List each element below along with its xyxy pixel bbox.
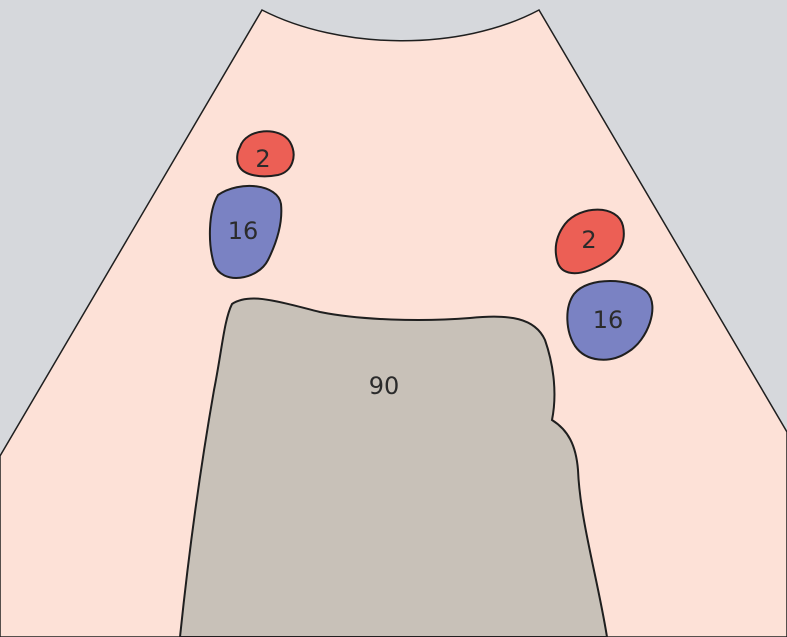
label-left-blue: 16 (228, 217, 259, 245)
gray-region-90 (180, 299, 607, 637)
label-center-gray: 90 (369, 372, 400, 400)
label-right-blue: 16 (593, 306, 624, 334)
label-right-red: 2 (581, 226, 596, 254)
label-left-red: 2 (255, 145, 270, 173)
